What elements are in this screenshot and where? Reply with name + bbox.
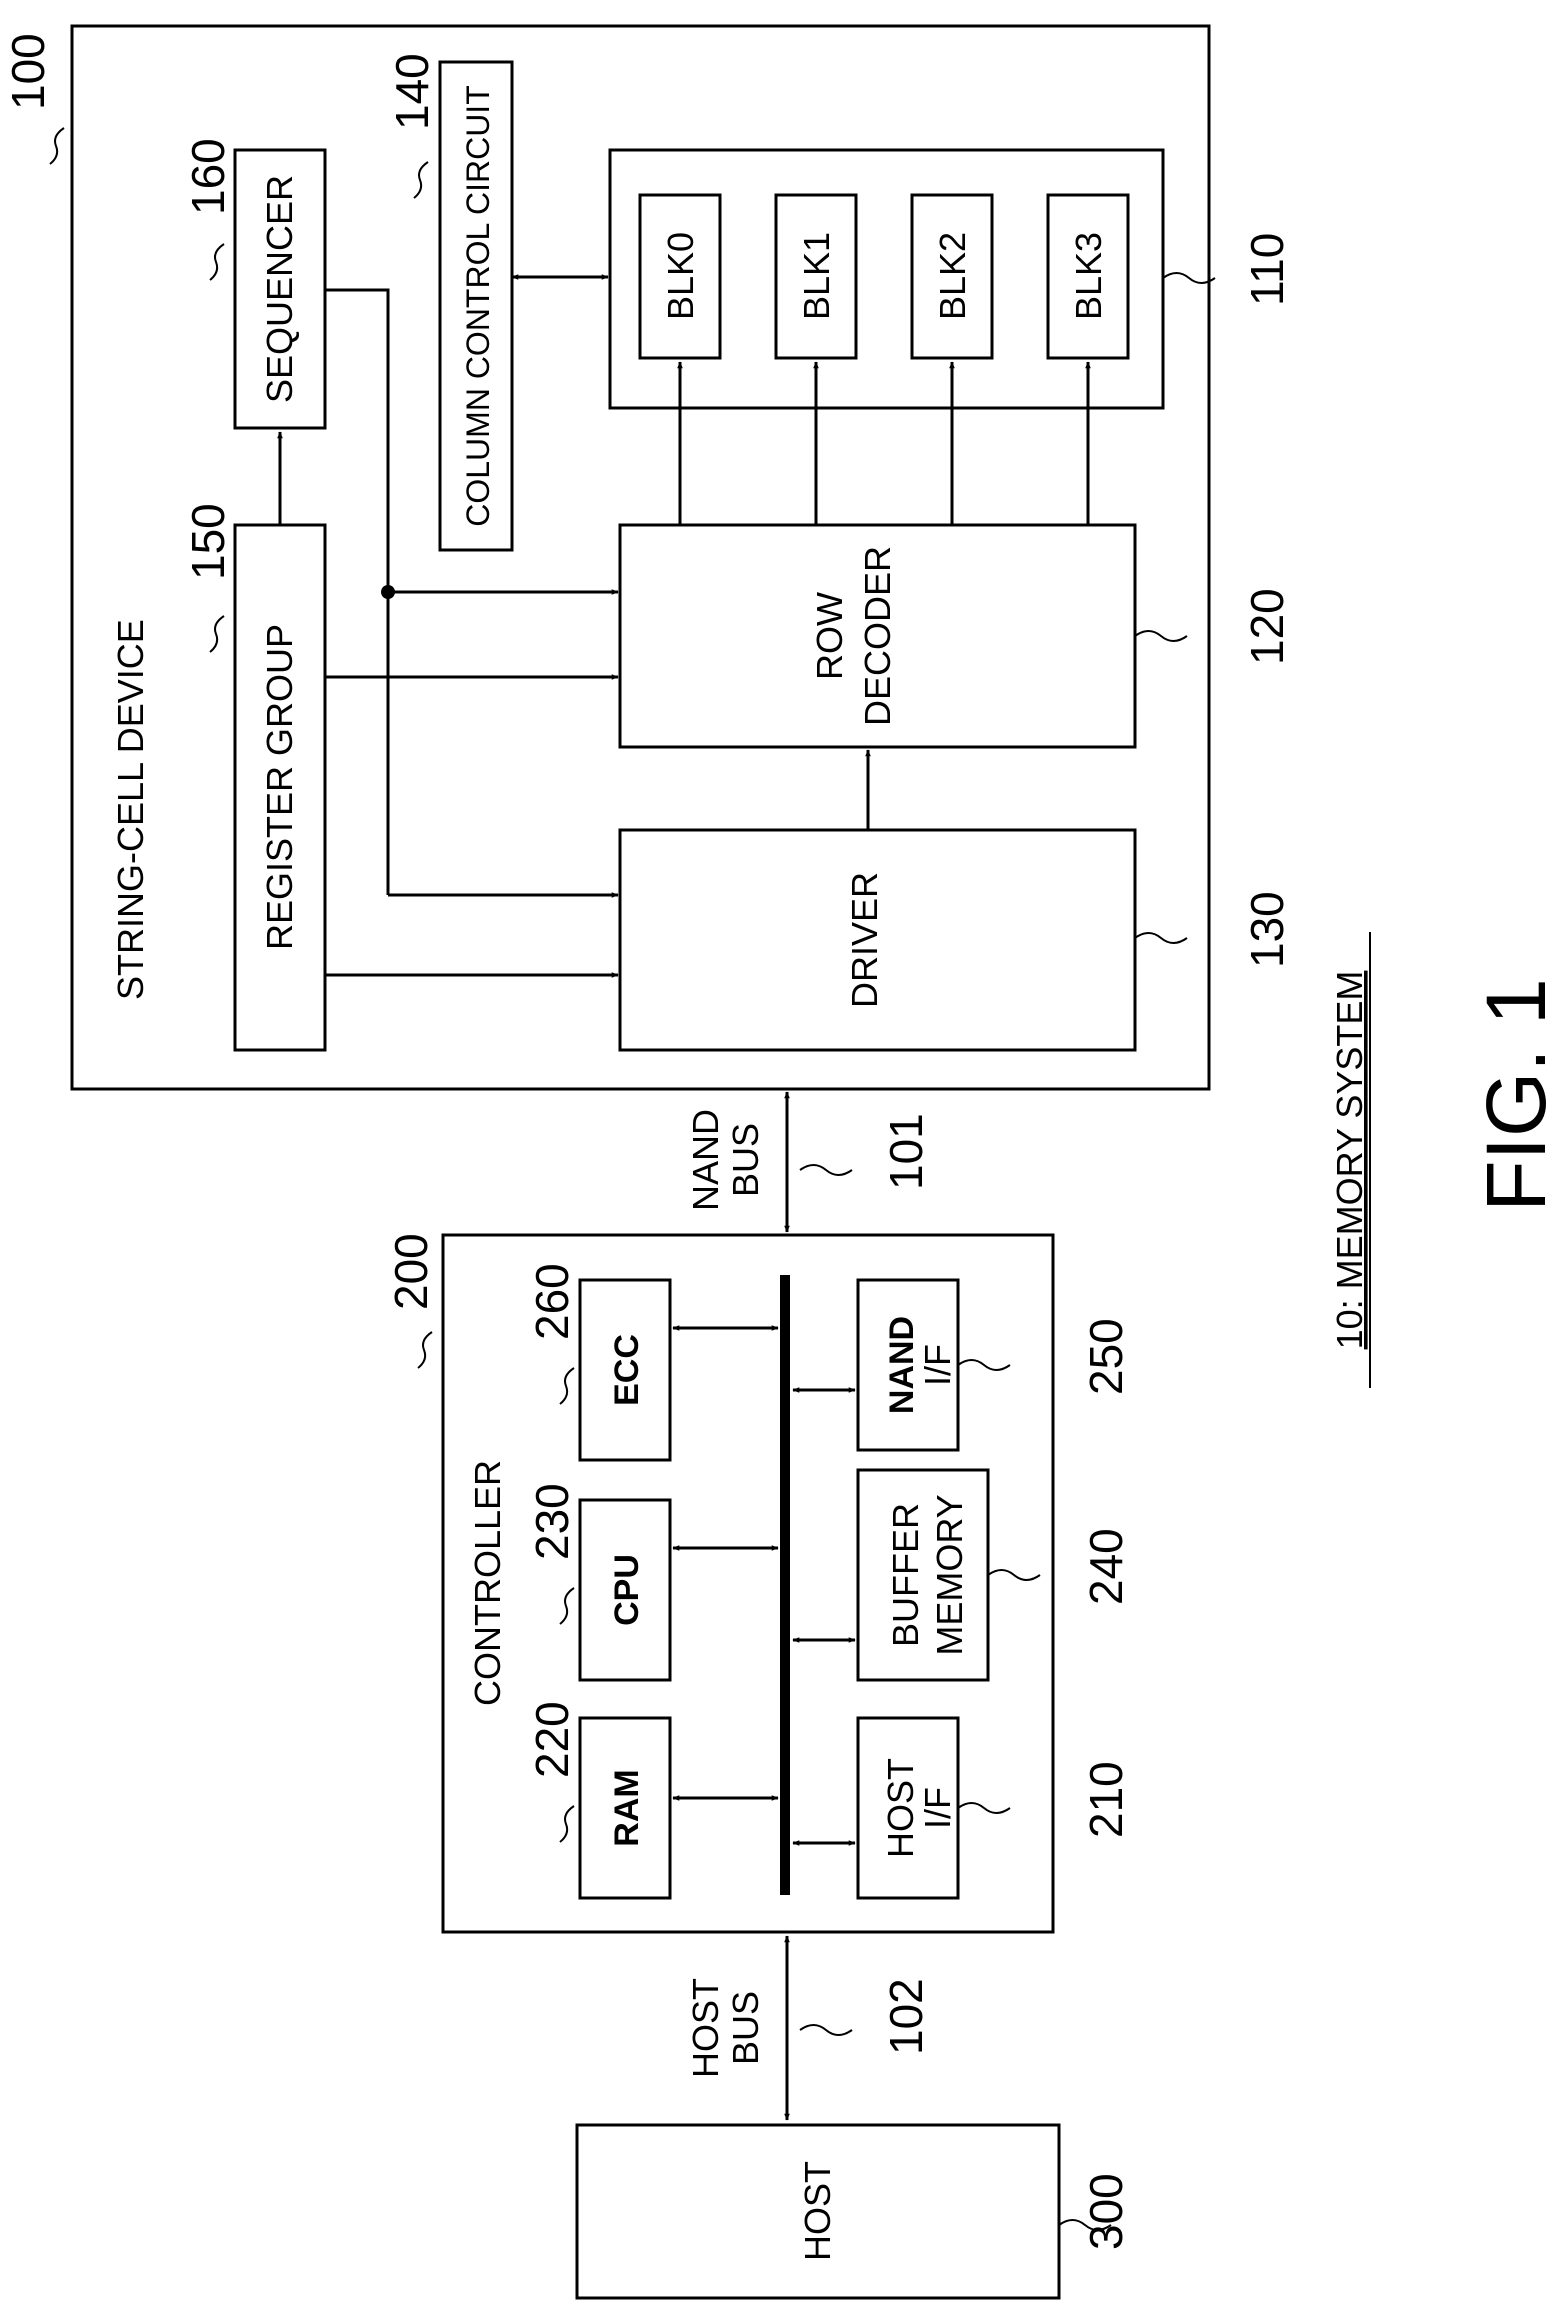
cpu-label: CPU <box>608 1554 646 1626</box>
nand-if-label-line2: I/F <box>917 1344 958 1386</box>
leader-250 <box>958 1360 1010 1370</box>
host-if-label-line2: I/F <box>917 1787 958 1829</box>
leader-102 <box>800 2025 852 2035</box>
host-label: HOST <box>797 2161 838 2261</box>
ref-140: 140 <box>386 53 438 130</box>
ref-130: 130 <box>1241 891 1293 968</box>
sequencer-label: SEQUENCER <box>259 175 300 403</box>
leader-140 <box>414 162 428 198</box>
ref-230: 230 <box>526 1483 578 1560</box>
leader-100 <box>50 128 64 164</box>
buffer-memory-label-line2: MEMORY <box>929 1494 970 1655</box>
junction-dot <box>381 585 395 599</box>
row-decoder-label-line1: ROW <box>809 592 850 680</box>
buffer-memory-label-line1: BUFFER <box>885 1503 926 1647</box>
figure-caption: FIG. 1 <box>1469 978 1563 1211</box>
ram-label: RAM <box>608 1769 646 1846</box>
ecc-label: ECC <box>608 1334 646 1406</box>
leader-160 <box>210 244 224 280</box>
ref-220: 220 <box>526 1701 578 1778</box>
blk3-label: BLK3 <box>1068 232 1109 320</box>
ref-200: 200 <box>385 1233 437 1310</box>
leader-110 <box>1163 273 1215 283</box>
line-sequencer-bus <box>325 290 388 895</box>
ref-102: 102 <box>880 1978 932 2055</box>
blk2-label: BLK2 <box>932 232 973 320</box>
ref-101: 101 <box>880 1113 932 1190</box>
leader-130 <box>1135 933 1187 943</box>
nand-bus-label-line1: NAND <box>685 1109 726 1211</box>
driver-label: DRIVER <box>844 872 885 1008</box>
string-cell-device-box <box>72 26 1209 1089</box>
ref-210: 210 <box>1080 1761 1132 1838</box>
blk0-label: BLK0 <box>660 232 701 320</box>
ref-260: 260 <box>526 1263 578 1340</box>
system-caption: 10: MEMORY SYSTEM <box>1329 971 1370 1350</box>
leader-240 <box>988 1570 1040 1580</box>
register-group-label: REGISTER GROUP <box>259 624 300 950</box>
ref-150: 150 <box>182 503 234 580</box>
blk1-label: BLK1 <box>796 232 837 320</box>
row-decoder-label-line2: DECODER <box>857 546 898 726</box>
leader-200 <box>418 1332 432 1368</box>
host-bus-label-line2: BUS <box>725 1991 766 2065</box>
ref-160: 160 <box>182 138 234 215</box>
controller-internal-bus <box>780 1275 790 1895</box>
leader-230 <box>560 1588 574 1624</box>
ref-240: 240 <box>1080 1528 1132 1605</box>
leader-120 <box>1135 631 1187 641</box>
leader-260 <box>560 1368 574 1404</box>
column-control-label: COLUMN CONTROL CIRCUIT <box>460 85 496 526</box>
ref-300: 300 <box>1080 2173 1132 2250</box>
host-bus-label-line1: HOST <box>685 1978 726 2078</box>
controller-title: CONTROLLER <box>467 1460 508 1706</box>
ref-100: 100 <box>2 33 54 110</box>
ref-250: 250 <box>1080 1318 1132 1395</box>
ref-110: 110 <box>1241 233 1293 306</box>
string-cell-device-title: STRING-CELL DEVICE <box>110 619 151 1000</box>
leader-101 <box>800 1165 852 1175</box>
ref-120: 120 <box>1241 588 1293 665</box>
nand-if-label-line1: NAND <box>883 1316 921 1414</box>
leader-220 <box>560 1806 574 1842</box>
nand-bus-label-line2: BUS <box>725 1123 766 1197</box>
leader-210 <box>958 1803 1010 1813</box>
leader-150 <box>210 616 224 652</box>
host-if-label-line1: HOST <box>880 1758 921 1858</box>
